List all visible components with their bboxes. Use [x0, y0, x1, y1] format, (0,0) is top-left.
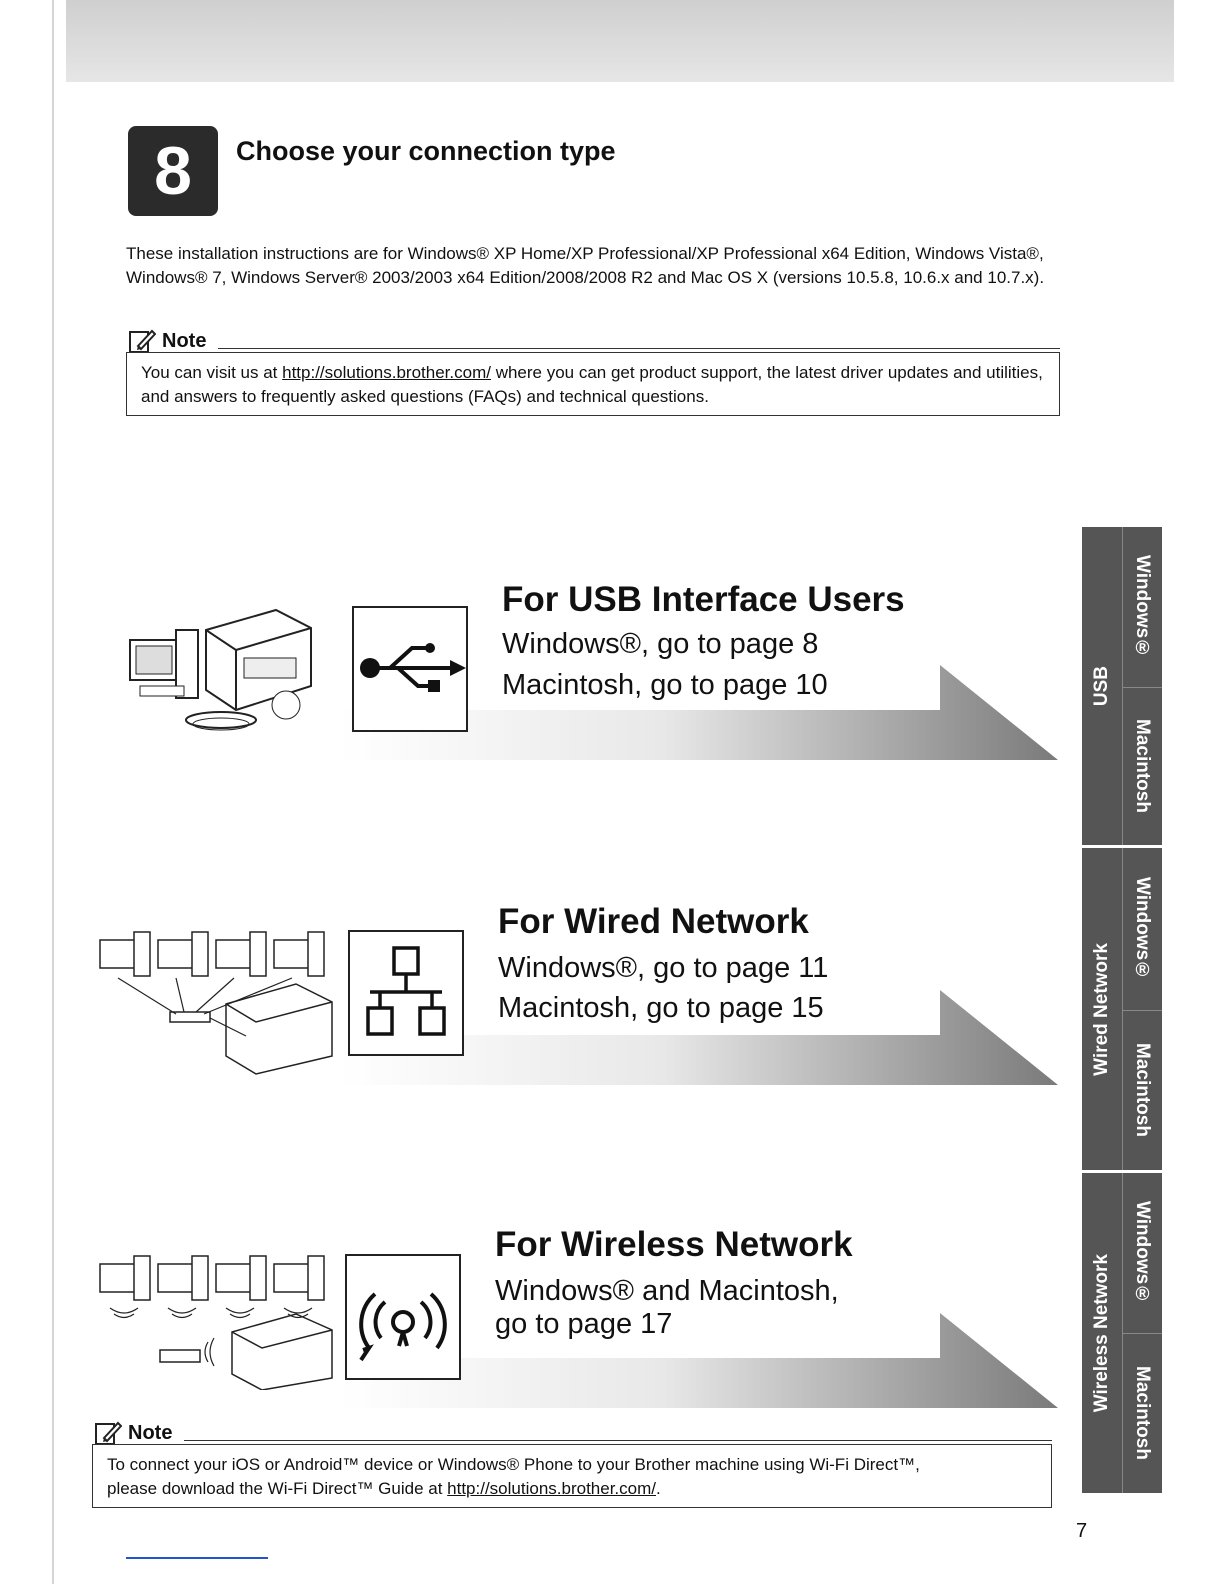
note2-icon [95, 1421, 122, 1445]
note2-line-1: To connect your iOS or Android™ device o… [107, 1455, 920, 1474]
note-icon [129, 329, 156, 353]
note2-heading: Note [94, 1420, 172, 1446]
tab-wired-network[interactable]: Wired Network Windows® Macintosh [1082, 848, 1162, 1170]
wired-setup-illustration [99, 931, 333, 1075]
tab-wired-group: Wired Network [1091, 942, 1112, 1076]
note2-text-suffix: . [656, 1479, 661, 1498]
note-text-prefix: You can visit us at [141, 363, 283, 382]
solutions-link[interactable]: http://solutions.brother.com/ [282, 363, 491, 382]
binding-line [52, 0, 54, 1584]
note-heading: Note [128, 328, 206, 354]
header-band [66, 0, 1174, 82]
usb-icon [352, 606, 468, 732]
tab-wireless-group: Wireless Network [1091, 1253, 1112, 1413]
tab-wired-windows[interactable]: Windows® [1132, 876, 1153, 982]
tab-usb-windows[interactable]: Windows® [1132, 554, 1153, 660]
wired-title: For Wired Network [498, 902, 809, 941]
note2-text-prefix: please download the Wi-Fi Direct™ Guide … [107, 1479, 448, 1498]
wireless-line-2: go to page 17 [495, 1308, 673, 1340]
note2-box: To connect your iOS or Android™ device o… [92, 1444, 1052, 1508]
step-title: Choose your connection type [236, 136, 616, 166]
step-number-badge: 8 [128, 126, 218, 216]
usb-arrow [340, 665, 1058, 760]
note2-label: Note [128, 1421, 173, 1444]
tab-wireless-windows[interactable]: Windows® [1132, 1200, 1153, 1306]
tab-wireless-network[interactable]: Wireless Network Windows® Macintosh [1082, 1173, 1162, 1493]
wireless-title: For Wireless Network [495, 1225, 853, 1264]
wired-arrow [340, 990, 1058, 1085]
intro-text: These installation instructions are for … [126, 244, 1045, 287]
note-rule [218, 348, 1060, 349]
usb-windows-line: Windows®, go to page 8 [502, 628, 819, 660]
note2-rule [184, 1440, 1052, 1441]
wireless-setup-illustration [99, 1255, 333, 1390]
wired-mac-line: Macintosh, go to page 15 [498, 992, 824, 1024]
page-number: 7 [1076, 1520, 1088, 1542]
network-icon [348, 930, 464, 1056]
usb-setup-illustration [129, 608, 312, 731]
tab-wired-macintosh[interactable]: Macintosh [1132, 1043, 1153, 1137]
note-text-suffix: where you can get product support, the l… [141, 363, 1043, 406]
tab-wireless-macintosh[interactable]: Macintosh [1132, 1366, 1153, 1460]
note-box: You can visit us at http://solutions.bro… [126, 352, 1060, 416]
wireless-line-1: Windows® and Macintosh, [495, 1275, 839, 1307]
footer-rule [126, 1557, 268, 1559]
note2-line-2: please download the Wi-Fi Direct™ Guide … [107, 1477, 1037, 1501]
tab-usb[interactable]: USB Windows® Macintosh [1082, 527, 1162, 845]
note2-solutions-link[interactable]: http://solutions.brother.com/ [447, 1479, 656, 1498]
wired-windows-line: Windows®, go to page 11 [498, 952, 829, 984]
tab-usb-macintosh[interactable]: Macintosh [1132, 719, 1153, 813]
tab-usb-group: USB [1091, 665, 1112, 707]
usb-title: For USB Interface Users [502, 580, 905, 619]
wireless-icon [345, 1254, 461, 1380]
usb-mac-line: Macintosh, go to page 10 [502, 669, 828, 701]
wireless-arrow [340, 1313, 1058, 1408]
note-label: Note [162, 329, 207, 352]
